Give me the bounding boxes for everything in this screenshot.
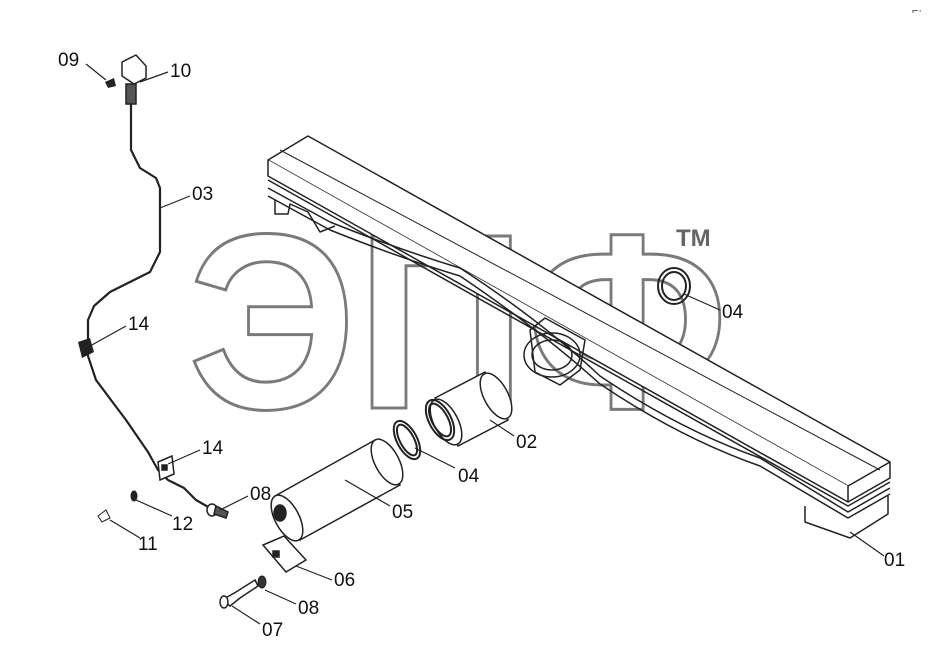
- part-07-bolt: [219, 578, 259, 609]
- part-10-bleed-screw: [105, 78, 116, 88]
- callout-13: 12: [172, 514, 193, 535]
- callout-02: 02: [516, 432, 537, 453]
- callout-11: 10: [170, 61, 191, 82]
- callout-04-lower: 04: [458, 466, 480, 487]
- part-04-ring-lower-b: [392, 419, 422, 461]
- part-09-fitting: [206, 503, 229, 519]
- part-06-bracket: [261, 535, 308, 573]
- part-01-axle-beam: [267, 135, 891, 539]
- part-08-washer: [257, 575, 267, 589]
- part-04-ring-upper: [657, 267, 691, 305]
- part-12-13-screw-washer: [97, 490, 138, 523]
- part-14-clip-lower: [157, 454, 175, 482]
- watermark-trademark: TM: [676, 225, 711, 252]
- part-04-ring-lower-a: [424, 398, 456, 442]
- part-03-brake-pipe: [86, 100, 211, 509]
- callout-labels: 09 10 03 14 14 08 11 12 04 04 02 05 06 0…: [58, 50, 905, 641]
- corner-mark: ⌐·: [912, 5, 922, 17]
- callout-06: 06: [334, 570, 355, 591]
- callout-05: 05: [392, 502, 413, 523]
- callout-08: 08: [298, 598, 319, 619]
- callout-12: 11: [138, 534, 158, 555]
- callout-14-upper: 14: [128, 314, 150, 335]
- part-11-fitting: [121, 54, 147, 105]
- leader-lines: [85, 63, 885, 625]
- callout-14-lower: 14: [202, 438, 224, 459]
- callout-01: 01: [884, 550, 905, 571]
- part-14-clip-upper: [78, 338, 94, 358]
- part-05-cylinder: [270, 438, 404, 542]
- callout-07: 07: [262, 620, 283, 641]
- callout-03: 03: [192, 184, 213, 205]
- callout-10: 09: [58, 50, 79, 71]
- callout-09: 08: [250, 484, 271, 505]
- callout-04-upper: 04: [722, 302, 744, 323]
